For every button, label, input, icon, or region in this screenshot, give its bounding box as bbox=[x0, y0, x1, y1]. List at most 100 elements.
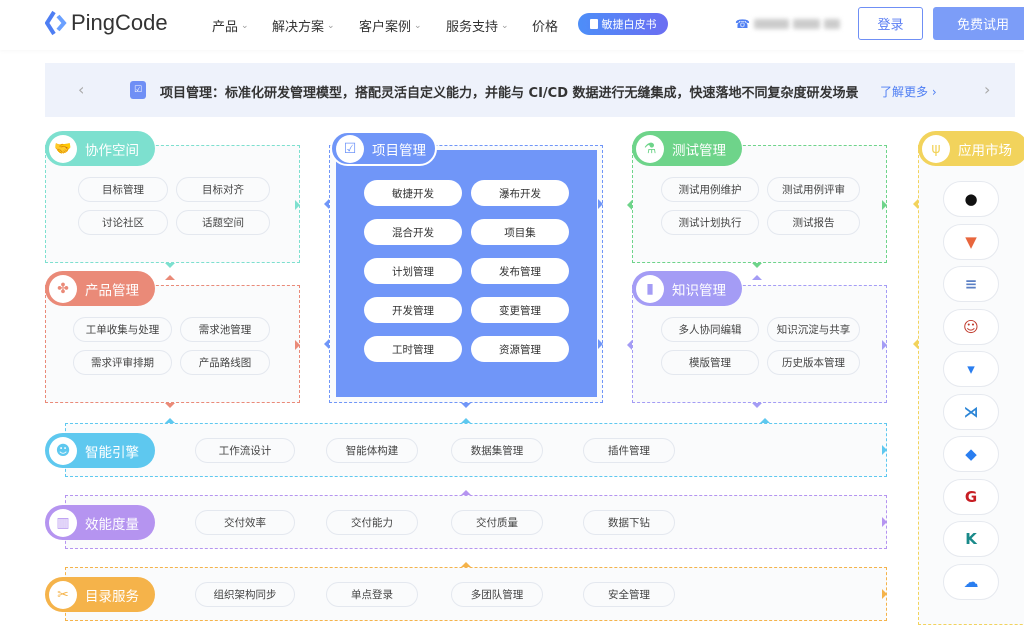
github-icon[interactable]: ● bbox=[943, 181, 999, 217]
feature-chip[interactable]: 模版管理 bbox=[661, 350, 759, 375]
connector-arrow-icon bbox=[882, 200, 892, 210]
flask-icon: ⚗ bbox=[636, 134, 664, 163]
feature-chip[interactable]: 单点登录 bbox=[326, 582, 418, 607]
feature-chip[interactable]: 多团队管理 bbox=[451, 582, 543, 607]
whitepaper-button[interactable]: 敏捷白皮书 bbox=[578, 13, 668, 35]
connector-arrow-icon bbox=[295, 200, 305, 210]
feature-chip[interactable]: 测试报告 bbox=[767, 210, 860, 235]
feature-chip[interactable]: 智能体构建 bbox=[326, 438, 418, 463]
logo-text: PingCode bbox=[71, 10, 168, 35]
gitee-icon[interactable]: G bbox=[943, 478, 999, 515]
feature-chip[interactable]: 组织架构同步 bbox=[195, 582, 295, 607]
feature-chip[interactable]: 交付能力 bbox=[326, 510, 418, 535]
feature-chip[interactable]: 数据下钻 bbox=[583, 510, 675, 535]
module-title: 产品管理 bbox=[85, 282, 139, 299]
module-header-ai[interactable]: ☻智能引擎 bbox=[45, 433, 155, 468]
nav-menu-item[interactable]: 产品⌄ bbox=[212, 16, 249, 35]
feature-chip[interactable]: 数据集管理 bbox=[451, 438, 543, 463]
connector-arrow-icon bbox=[165, 263, 175, 273]
module-header-test[interactable]: ⚗ 测试管理 bbox=[632, 131, 742, 166]
jenkins-icon[interactable]: ☺ bbox=[943, 308, 999, 345]
connector-arrow-icon bbox=[461, 413, 471, 423]
feature-chip[interactable]: 交付效率 bbox=[195, 510, 295, 535]
nav-menu-label: 价格 bbox=[532, 20, 559, 35]
connector-arrow-icon bbox=[882, 589, 892, 599]
connector-arrow-icon bbox=[752, 270, 762, 280]
free-trial-button[interactable]: 免费试用 bbox=[933, 7, 1024, 40]
connector-arrow-icon bbox=[319, 199, 329, 209]
learn-more-link[interactable]: 了解更多 › bbox=[880, 85, 937, 99]
feature-chip[interactable]: 交付质量 bbox=[451, 510, 543, 535]
nav-menu-label: 服务支持 bbox=[446, 20, 499, 35]
connector-arrow-icon bbox=[598, 339, 608, 349]
module-header-product[interactable]: ✤产品管理 bbox=[45, 271, 155, 306]
module-header-metrics[interactable]: ▥效能度量 bbox=[45, 505, 155, 540]
connector-arrow-icon bbox=[461, 403, 471, 413]
feature-chip[interactable]: 需求评审排期 bbox=[73, 350, 172, 375]
nav-menu-item[interactable]: 解决方案⌄ bbox=[272, 16, 335, 35]
feature-chip[interactable]: 工作流设计 bbox=[195, 438, 295, 463]
banner-prev-button[interactable]: ‹ bbox=[78, 80, 85, 99]
feature-chip[interactable]: 测试用例维护 bbox=[661, 177, 759, 202]
feature-chip[interactable]: 工时管理 bbox=[364, 336, 462, 362]
nav-menu-item[interactable]: 价格 bbox=[532, 16, 558, 35]
chevron-down-icon: ⌄ bbox=[414, 20, 422, 31]
connector-arrow-icon bbox=[461, 557, 471, 567]
module-header-wiki[interactable]: ▮知识管理 bbox=[632, 271, 742, 306]
feature-chip[interactable]: 资源管理 bbox=[471, 336, 569, 362]
feature-chip[interactable]: 目标管理 bbox=[78, 177, 168, 202]
pingcode-logo-icon bbox=[45, 10, 67, 36]
jira-icon[interactable]: ◆ bbox=[943, 436, 999, 472]
zentao-icon[interactable]: ≡ bbox=[943, 266, 999, 302]
module-title: 测试管理 bbox=[672, 142, 726, 159]
feature-chip[interactable]: 话题空间 bbox=[176, 210, 270, 235]
feature-chip[interactable]: 产品路线图 bbox=[180, 350, 270, 375]
login-button[interactable]: 登录 bbox=[858, 7, 923, 40]
top-nav bbox=[0, 0, 1024, 50]
chevron-down-icon: ⌄ bbox=[501, 20, 509, 31]
module-title: 目录服务 bbox=[85, 588, 139, 605]
feature-chip[interactable]: 知识沉淀与共享 bbox=[767, 317, 860, 342]
feature-chip[interactable]: 测试计划执行 bbox=[661, 210, 759, 235]
cloud-icon[interactable]: ☁ bbox=[943, 563, 999, 600]
nav-menu-item[interactable]: 服务支持⌄ bbox=[446, 16, 509, 35]
nav-menu-item[interactable]: 客户案例⌄ bbox=[359, 16, 422, 35]
module-title: 协作空间 bbox=[85, 142, 139, 159]
banner-next-button[interactable]: › bbox=[984, 80, 991, 99]
feature-chip[interactable]: 发布管理 bbox=[471, 258, 569, 284]
logo[interactable]: PingCode bbox=[45, 10, 168, 36]
feature-chip[interactable]: 讨论社区 bbox=[78, 210, 168, 235]
feature-chip[interactable]: 瀑布开发 bbox=[471, 180, 569, 206]
feature-chip[interactable]: 多人协同编辑 bbox=[661, 317, 759, 342]
vscode-icon[interactable]: ⋊ bbox=[943, 393, 999, 430]
feature-chip[interactable]: 计划管理 bbox=[364, 258, 462, 284]
connector-arrow-icon bbox=[908, 339, 918, 349]
feature-chip[interactable]: 工单收集与处理 bbox=[73, 317, 172, 342]
feature-chip[interactable]: 插件管理 bbox=[583, 438, 675, 463]
feature-chip[interactable]: 需求池管理 bbox=[180, 317, 270, 342]
feature-chip[interactable]: 测试用例评审 bbox=[767, 177, 860, 202]
module-header-directory[interactable]: ✂目录服务 bbox=[45, 577, 155, 612]
bitbucket-icon[interactable]: ▾ bbox=[943, 351, 999, 387]
connector-arrow-icon bbox=[295, 340, 305, 350]
feature-chip[interactable]: 开发管理 bbox=[364, 297, 462, 323]
feature-chip[interactable]: 敏捷开发 bbox=[364, 180, 462, 206]
module-header-collab[interactable]: 🤝协作空间 bbox=[45, 131, 155, 166]
connector-arrow-icon bbox=[882, 340, 892, 350]
robot-icon: ☻ bbox=[49, 436, 77, 465]
app-store-icon: ψ bbox=[922, 134, 950, 163]
feature-chip[interactable]: 混合开发 bbox=[364, 219, 462, 245]
feature-chip[interactable]: 历史版本管理 bbox=[767, 350, 860, 375]
connector-arrow-icon bbox=[319, 339, 329, 349]
connector-arrow-icon bbox=[165, 413, 175, 423]
connector-arrow-icon bbox=[882, 445, 892, 455]
feature-chip[interactable]: 项目集 bbox=[471, 219, 569, 245]
feature-chip[interactable]: 变更管理 bbox=[471, 297, 569, 323]
feature-chip[interactable]: 安全管理 bbox=[583, 582, 675, 607]
module-header-project[interactable]: ☑项目管理 bbox=[330, 131, 437, 166]
gitlab-icon[interactable]: ▼ bbox=[943, 223, 999, 260]
kanban-icon[interactable]: K bbox=[943, 521, 999, 557]
chart-icon: ▥ bbox=[49, 508, 77, 537]
feature-chip[interactable]: 目标对齐 bbox=[176, 177, 270, 202]
